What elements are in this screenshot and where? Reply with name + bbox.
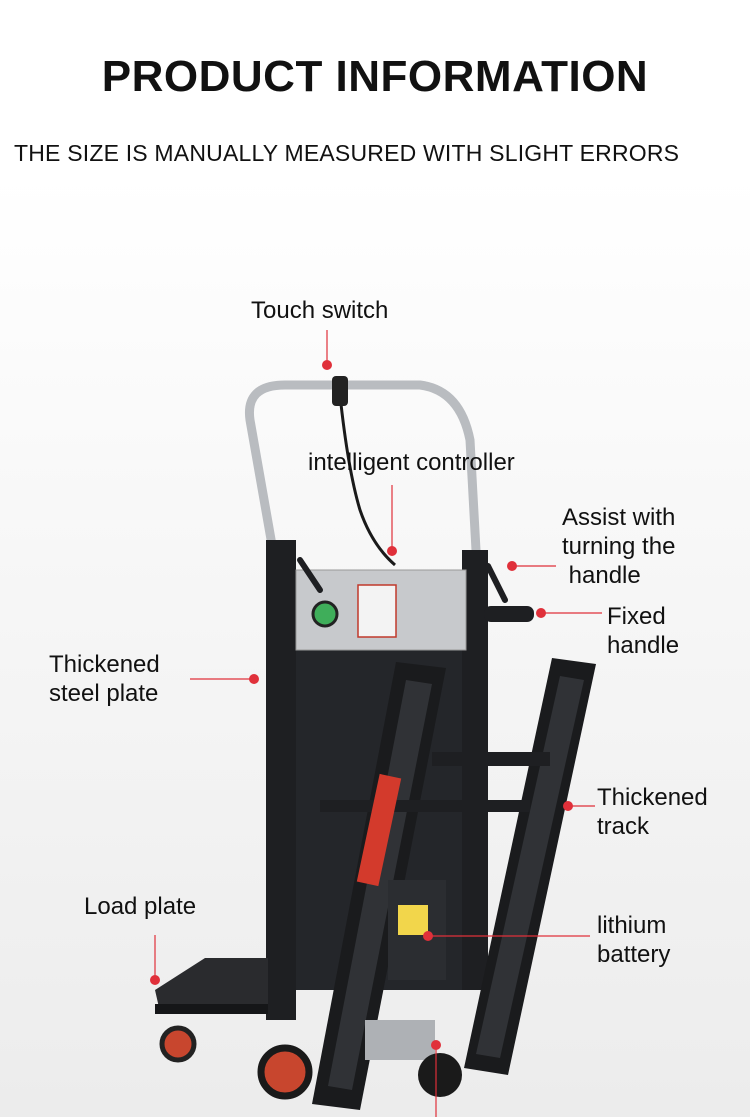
motor-housing: [365, 1020, 435, 1060]
power-button: [311, 600, 339, 628]
marker-dot-icon: [507, 561, 517, 571]
cross-bar-2: [320, 800, 530, 812]
callout-fixed-handle: Fixed handle: [607, 603, 680, 659]
marker-dot-icon: [423, 931, 433, 941]
warning-label: [357, 584, 397, 638]
marker-dot-icon: [431, 1040, 441, 1050]
controller-cable: [338, 394, 396, 567]
marker-dot-icon: [150, 975, 160, 985]
leader-lines: [154, 330, 602, 1117]
wheel-rear-left: [257, 1044, 313, 1100]
handle-bar: [244, 380, 481, 555]
page-title: PRODUCT INFORMATION: [101, 52, 649, 101]
track-brand-label: [356, 773, 402, 887]
callout-thickened-steel-plate: Thickened steel plate: [49, 651, 160, 707]
assist-lever-left: [297, 557, 323, 593]
page-subtitle: THE SIZE IS MANUALLY MEASURED WITH SLIGH…: [14, 140, 680, 166]
marker-dot-icon: [249, 674, 259, 684]
wheel-bottom: [418, 1053, 462, 1097]
callout-assist-turning-handle: Assist with turning the handle: [562, 504, 676, 589]
marker-dot-icon: [322, 360, 332, 370]
callout-load-plate: Load plate: [84, 893, 197, 920]
fixed-handle-grip: [484, 606, 534, 622]
cross-bar-1: [432, 752, 550, 766]
track-left-inner: [328, 680, 432, 1090]
marker-dot-icon: [387, 546, 397, 556]
battery-label: [398, 905, 428, 935]
load-plate-edge: [155, 1004, 268, 1014]
wheel-front-left: [159, 1025, 197, 1063]
callout-thickened-track: Thickened track: [597, 784, 708, 840]
callout-touch-switch: Touch switch: [251, 297, 389, 324]
assist-lever-right: [485, 563, 508, 603]
touch-switch-device: [332, 376, 348, 406]
frame-post-left: [266, 540, 296, 1020]
load-plate: [155, 958, 268, 1012]
callout-intelligent-controller: intelligent controller: [308, 449, 515, 476]
markers: [150, 360, 573, 1050]
marker-dot-icon: [536, 608, 546, 618]
marker-dot-icon: [563, 801, 573, 811]
track-right-inner: [476, 676, 584, 1058]
callout-lithium-battery: lithium battery: [597, 912, 671, 968]
